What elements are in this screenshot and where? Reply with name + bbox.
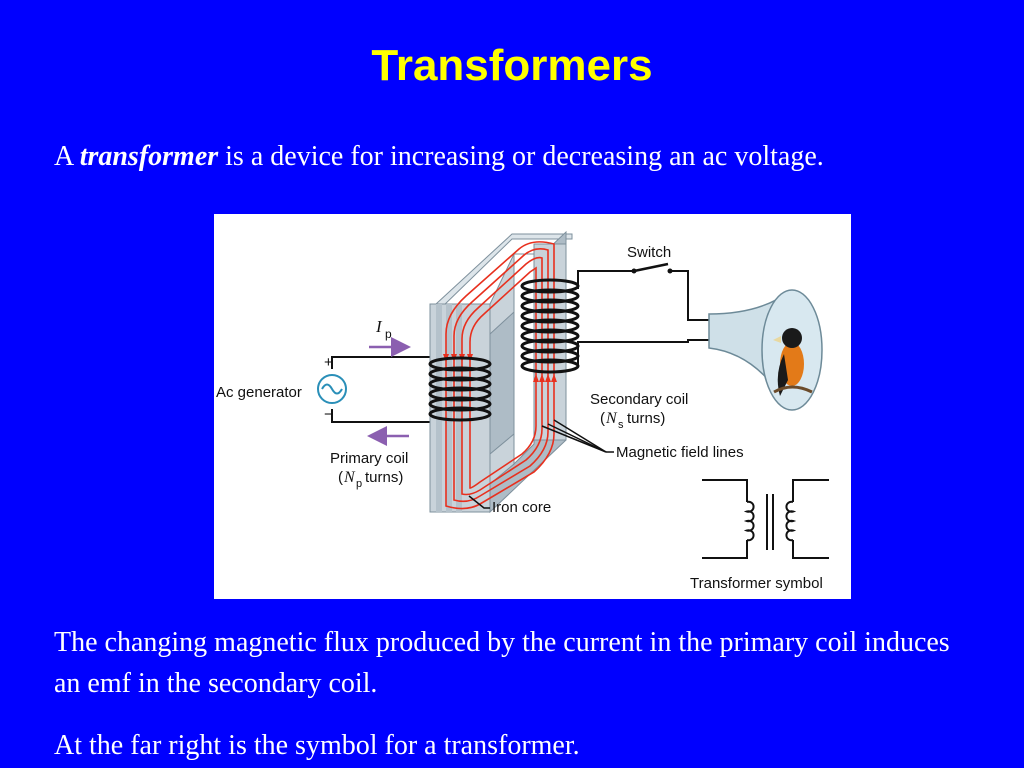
transformer-symbol-label: Transformer symbol: [690, 575, 823, 592]
secondary-coil-label: Secondary coil: [590, 391, 688, 408]
ac-generator-icon: [317, 374, 347, 404]
intro-lead: A: [54, 141, 73, 172]
plus-sign: +: [324, 354, 333, 371]
flux-paragraph: The changing magnetic flux produced by t…: [54, 627, 950, 699]
primary-coil: [428, 356, 492, 422]
term-transformer: transformer: [79, 141, 219, 172]
np-open-paren: (: [338, 469, 343, 486]
ns-turns: turns): [627, 410, 665, 427]
field-lines-pointer: [541, 419, 614, 453]
ac-generator-label: Ac generator: [216, 384, 302, 401]
transformer-symbol-icon: [702, 479, 829, 559]
secondary-circuit-wires: [577, 270, 709, 366]
ip-symbol: I: [375, 317, 383, 336]
transformer-diagram: + − Ac generator I p: [214, 214, 851, 599]
ns-subscript: s: [618, 419, 624, 431]
np-subscript: p: [356, 478, 362, 490]
primary-circuit-wires: [331, 356, 439, 423]
current-ip-label: I p: [375, 317, 392, 341]
ip-subscript: p: [385, 327, 392, 341]
symbol-paragraph: At the far right is the symbol for a tra…: [54, 730, 580, 761]
speaker-icon: [708, 289, 823, 411]
ns-open-paren: (: [600, 410, 605, 427]
switch-icon[interactable]: [631, 262, 673, 274]
intro-paragraph: A transformer is a device for increasing…: [54, 136, 934, 177]
bird-image: [773, 328, 813, 396]
slide-title: Transformers: [371, 41, 653, 90]
intro-rest: is a device for increasing or decreasing…: [225, 141, 824, 172]
ns-symbol: N: [605, 410, 618, 427]
np-turns: turns): [365, 469, 403, 486]
magnetic-field-lines-label: Magnetic field lines: [616, 444, 744, 461]
np-symbol: N: [343, 469, 356, 486]
minus-sign: −: [324, 406, 333, 423]
iron-core-label: Iron core: [492, 499, 551, 516]
transformer-illustration: + − Ac generator I p: [216, 230, 829, 592]
primary-coil-label: Primary coil: [330, 450, 408, 467]
switch-label: Switch: [627, 244, 671, 261]
iron-core-pointer: [468, 495, 490, 509]
magnetic-field-lines: [445, 241, 555, 510]
